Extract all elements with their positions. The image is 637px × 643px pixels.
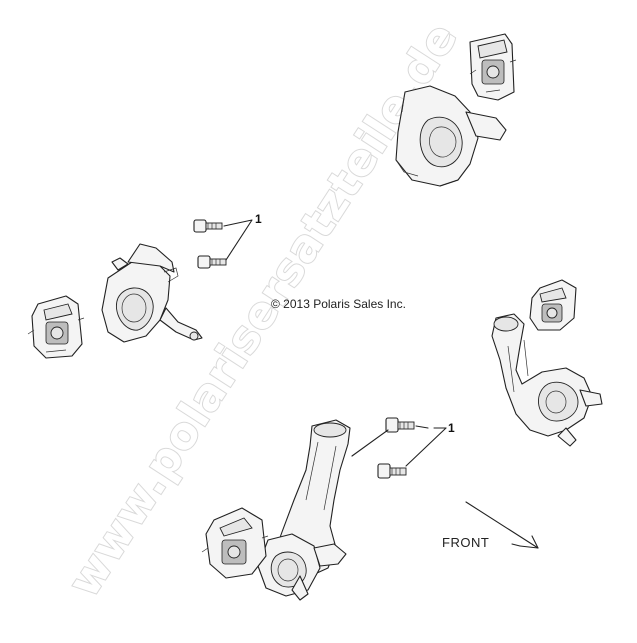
caliper-lower-left <box>201 507 269 579</box>
front-label: FRONT <box>442 535 489 550</box>
caliper-right-middle <box>529 279 577 331</box>
callout-upper: 1 <box>223 212 262 261</box>
caliper-left <box>27 295 85 359</box>
callout-label-upper: 1 <box>255 212 262 226</box>
bolt-left-lower <box>197 255 227 269</box>
caliper-top-right <box>469 33 517 101</box>
bolt-lower-lower <box>377 463 407 479</box>
callout-lower: 1 <box>351 421 455 467</box>
spindle-housing-top-right <box>395 85 507 187</box>
knuckle-right-middle <box>491 313 603 447</box>
front-direction-indicator: FRONT <box>442 501 539 550</box>
bolt-left-upper <box>193 219 223 233</box>
knuckle-lower-middle <box>257 419 351 601</box>
spindle-housing-left <box>101 243 203 343</box>
bolt-lower-upper <box>385 417 415 433</box>
copyright-text: © 2013 Polaris Sales Inc. <box>271 297 406 311</box>
callout-label-lower: 1 <box>448 421 455 435</box>
